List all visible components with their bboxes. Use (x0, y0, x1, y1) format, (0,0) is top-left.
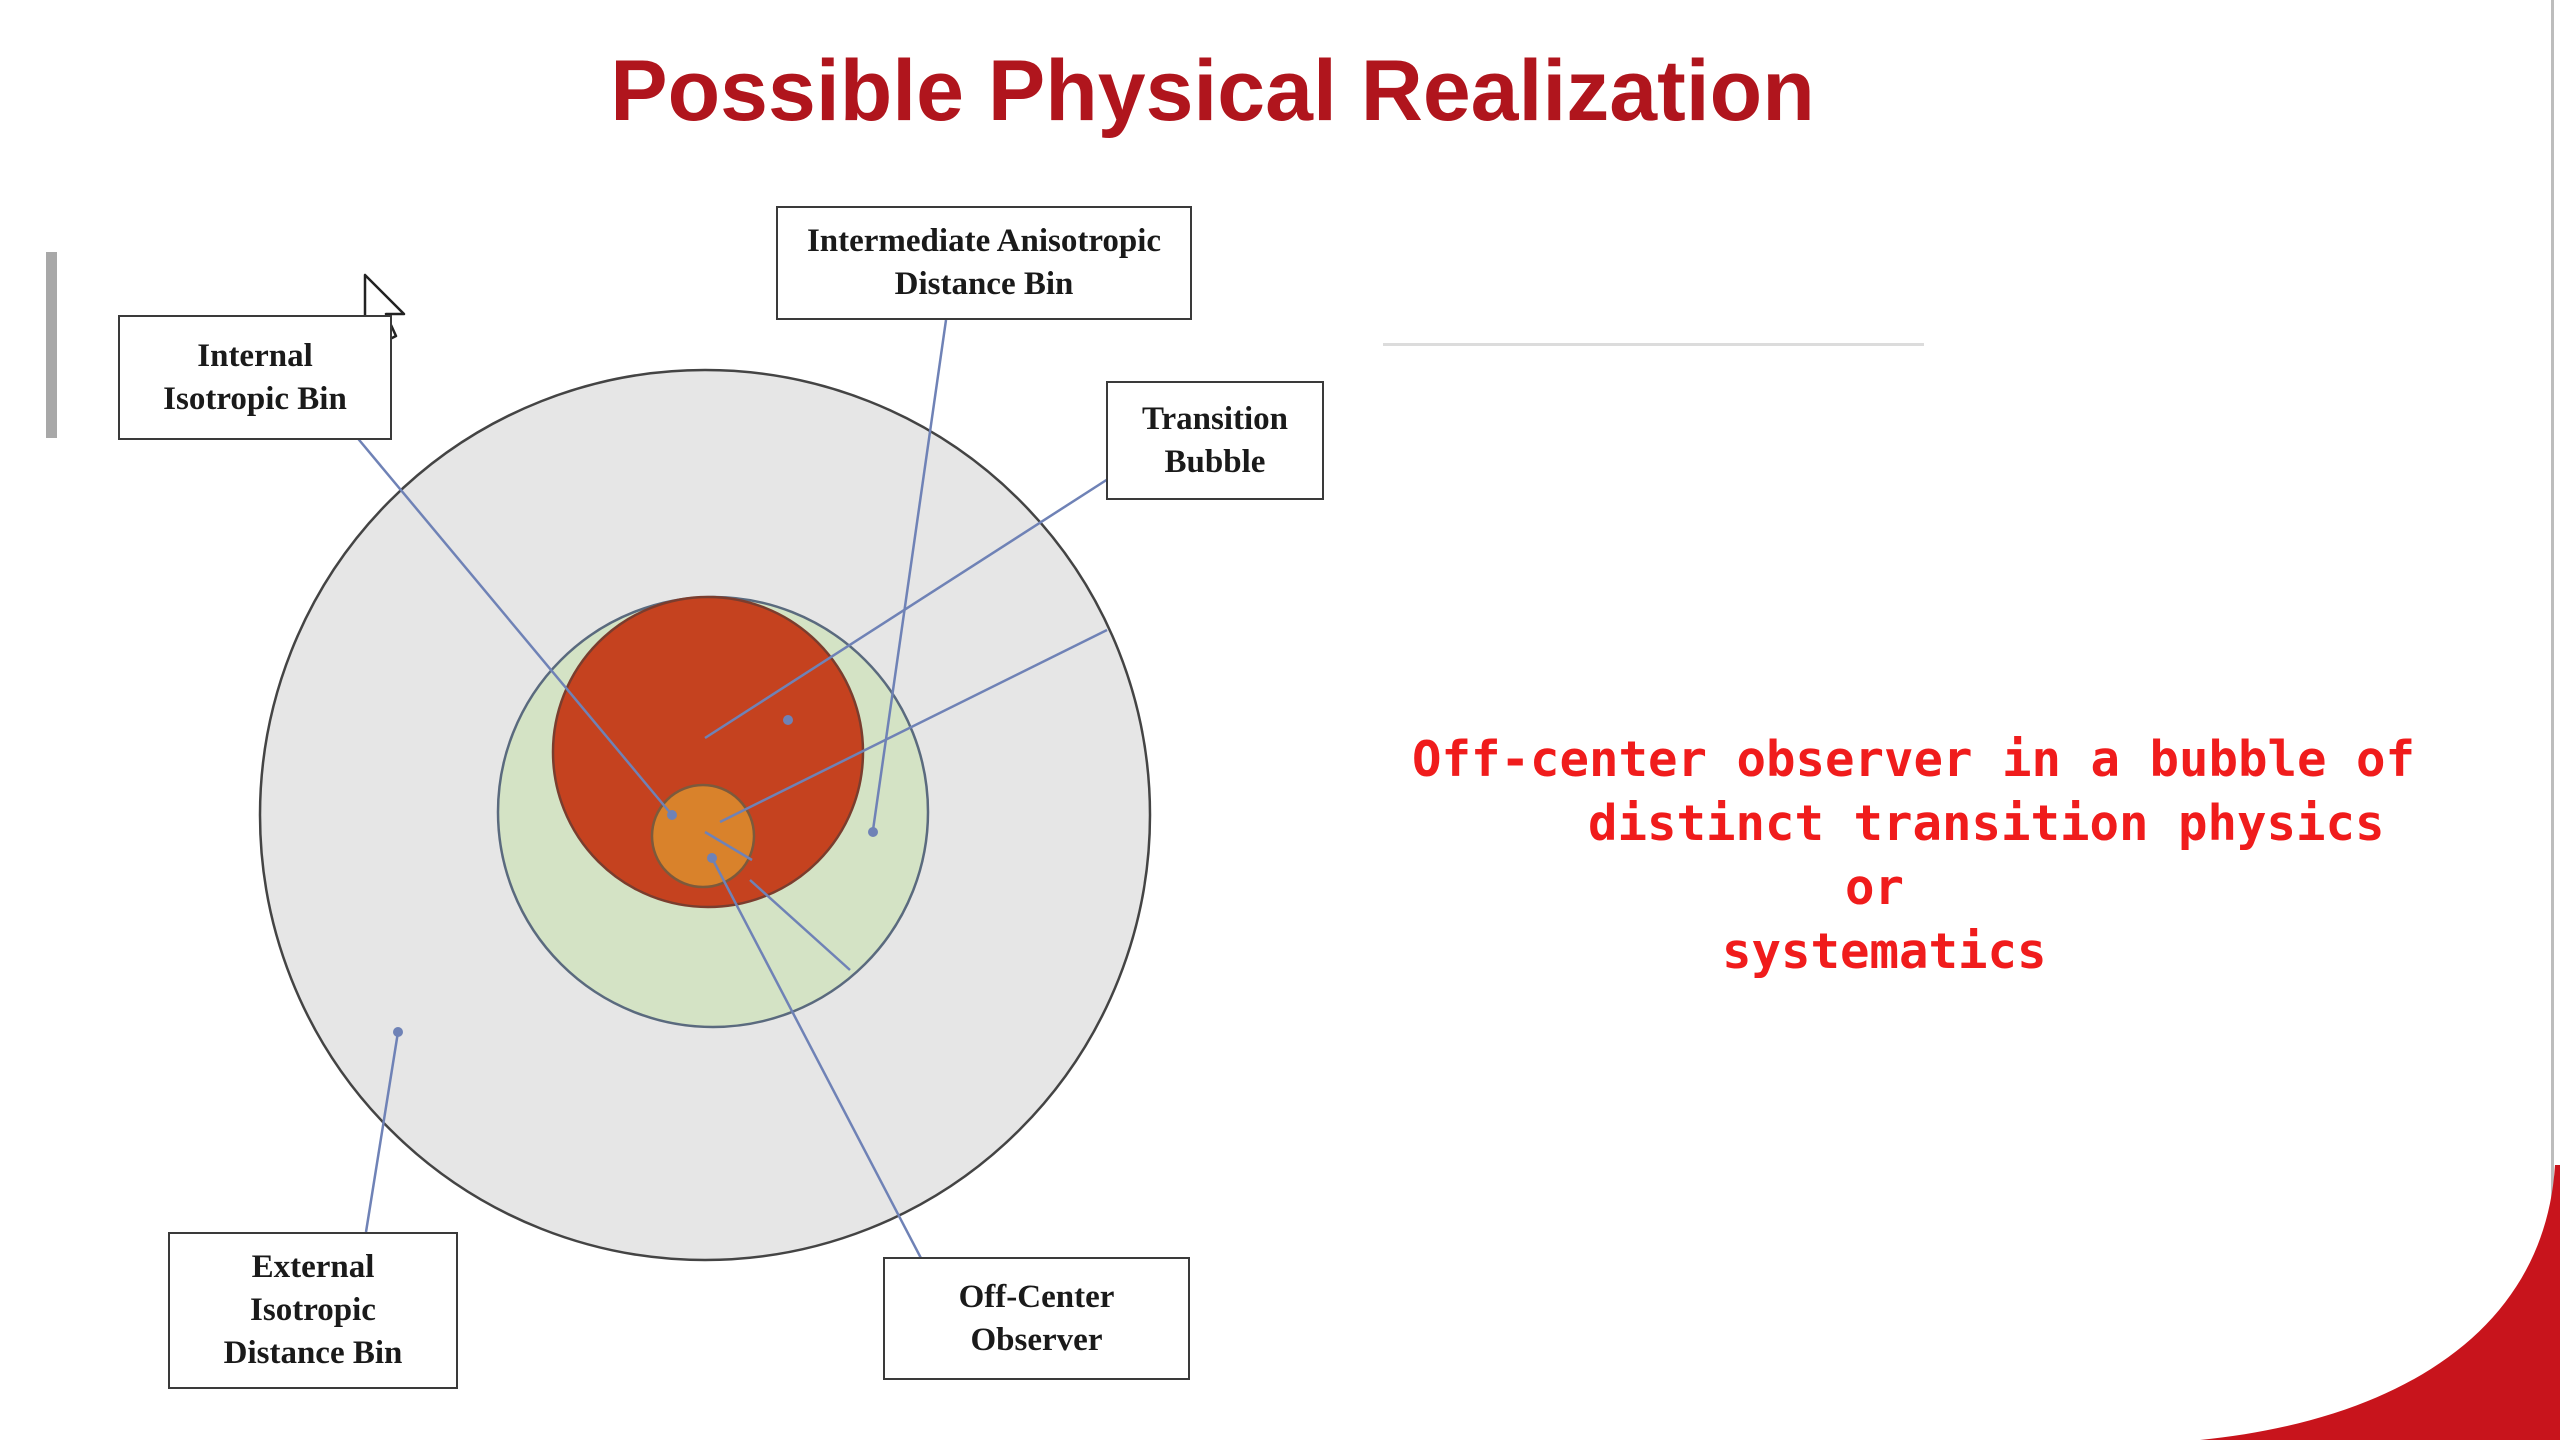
divider-line (1383, 343, 1924, 346)
pointer-observer-c (704, 830, 753, 862)
side-caption-line-3: or (1845, 859, 1905, 916)
side-caption-line-1: Off-center observer in a bubble of (1412, 731, 2416, 788)
pointer-observer-a (710, 857, 937, 1286)
side-caption: Off-center observer in a bubble of disti… (1380, 728, 2416, 984)
pointer-external-bin (364, 1031, 400, 1233)
tip-transition-bubble (783, 715, 793, 725)
label-transition-bubble: Transition Bubble (1106, 381, 1324, 500)
tip-internal-bin (667, 810, 677, 820)
pointer-arrow-tips (393, 715, 878, 1037)
label-intermediate-anisotropic-bin: Intermediate Anisotropic Distance Bin (776, 206, 1192, 320)
side-caption-line-4: systematics (1722, 923, 2047, 980)
side-caption-line-2: distinct transition physics (1588, 795, 2385, 852)
internal-bin-circle (650, 783, 756, 889)
pointer-observer-b (749, 879, 851, 971)
pointer-intermediate-bin (871, 319, 948, 831)
label-internal-isotropic-bin: Internal Isotropic Bin (118, 315, 392, 440)
pointer-transition-bubble (704, 468, 1123, 740)
left-scroll-marker (46, 252, 57, 438)
tip-observer (707, 853, 717, 863)
pointer-internal-bin (354, 434, 673, 816)
label-external-isotropic-bin: External Isotropic Distance Bin (168, 1232, 458, 1389)
right-edge-border (2551, 0, 2554, 1440)
tip-intermediate-bin (868, 827, 878, 837)
slide-title: Possible Physical Realization (610, 43, 1815, 139)
pointer-lines (354, 319, 1123, 1286)
pointer-transition-bubble-outer (719, 628, 1108, 824)
label-off-center-observer: Off-Center Observer (883, 1257, 1190, 1380)
tip-external-bin (393, 1027, 403, 1037)
accent-swoosh (2200, 1165, 2560, 1440)
